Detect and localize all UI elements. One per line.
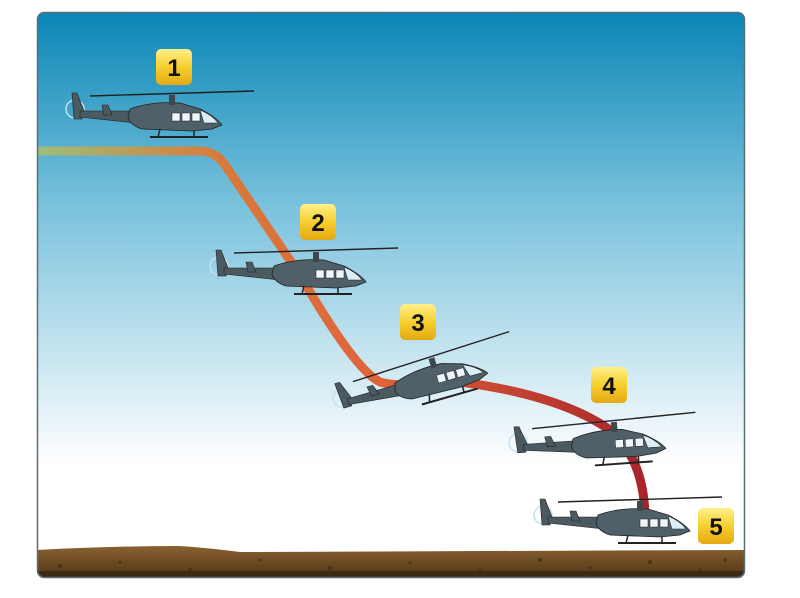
ground: [37, 546, 745, 578]
step-number: 2: [311, 210, 324, 237]
step-badge-1: 1: [156, 49, 192, 85]
step-badge-4: 4: [591, 367, 627, 403]
step-badge-3: 3: [400, 304, 436, 340]
step-badge-5: 5: [698, 508, 734, 544]
diagram-frame: [36, 11, 746, 579]
step-badge-2: 2: [300, 204, 336, 240]
step-number: 4: [602, 373, 616, 400]
step-number: 3: [411, 310, 424, 337]
step-number: 5: [709, 514, 722, 541]
step-number: 1: [167, 55, 180, 82]
